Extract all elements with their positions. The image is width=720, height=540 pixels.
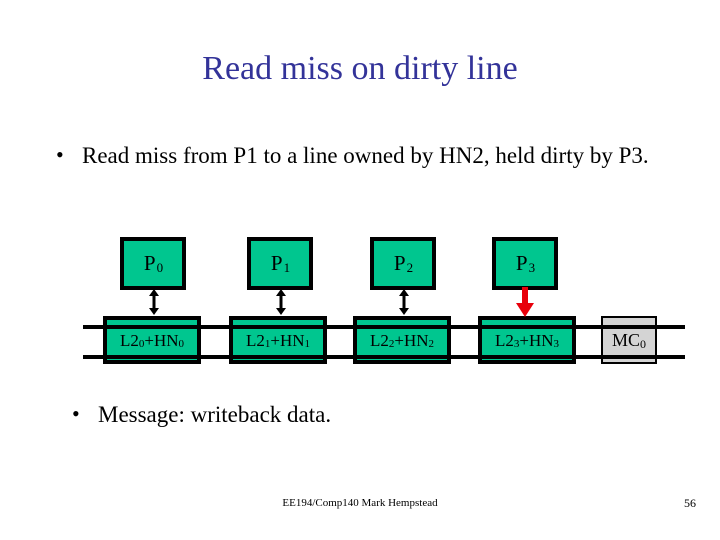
node-sub-l2-2: 2 [388,337,395,350]
link-arrow-p0 [149,289,159,315]
node-label-l2-2: L2 [369,330,389,350]
node-sub-l2-3: 3 [513,337,520,350]
node-label-l2-3: L2 [494,330,514,350]
processor-sub-p2: 2 [406,260,414,275]
node-sub-hn-1: 1 [304,337,311,350]
bus-line-upper [83,325,685,329]
node-label-l2-0: L2 [119,330,139,350]
node-sub-l2-0: 0 [138,337,145,350]
processor-label-p3: P [515,251,528,275]
bus-line-lower [83,355,685,359]
processor-label-p2: P [393,251,406,275]
node-sub-hn-2: 2 [428,337,435,350]
bullet-text-2: Message: writeback data. [98,402,332,427]
processor-label-p1: P [270,251,283,275]
link-arrow-p2 [399,289,409,315]
processor-label-p0: P [143,251,156,275]
processor-sub-p0: 0 [156,260,164,275]
memory-controller-sub: 0 [640,337,646,351]
footer-credit: EE194/Comp140 Mark Hempstead [282,497,438,509]
page-title: Read miss on dirty line [202,50,518,87]
footer-page-number: 56 [684,496,696,510]
bullet-item-1: • Read miss from P1 to a line owned by H… [56,141,656,170]
bullet-item-2: • Message: writeback data. [72,400,552,429]
node-mid-2: +HN [394,330,429,350]
node-mid-1: +HN [270,330,305,350]
memory-controller-label: MC [611,330,640,350]
processor-sub-p1: 1 [283,260,291,275]
node-mid-0: +HN [144,330,179,350]
processor-sub-p3: 3 [528,260,536,275]
bullet-marker-icon-2: • [72,401,80,426]
node-mid-3: +HN [519,330,554,350]
bullet-text-1: Read miss from P1 to a line owned by HN2… [82,143,649,168]
bullet-marker-icon: • [56,142,64,167]
node-label-l2-1: L2 [245,330,265,350]
node-sub-hn-0: 0 [178,337,185,350]
node-sub-l2-1: 1 [264,337,271,350]
link-arrow-p3-writeback [516,287,534,317]
link-arrow-p1 [276,289,286,315]
node-sub-hn-3: 3 [553,337,560,350]
